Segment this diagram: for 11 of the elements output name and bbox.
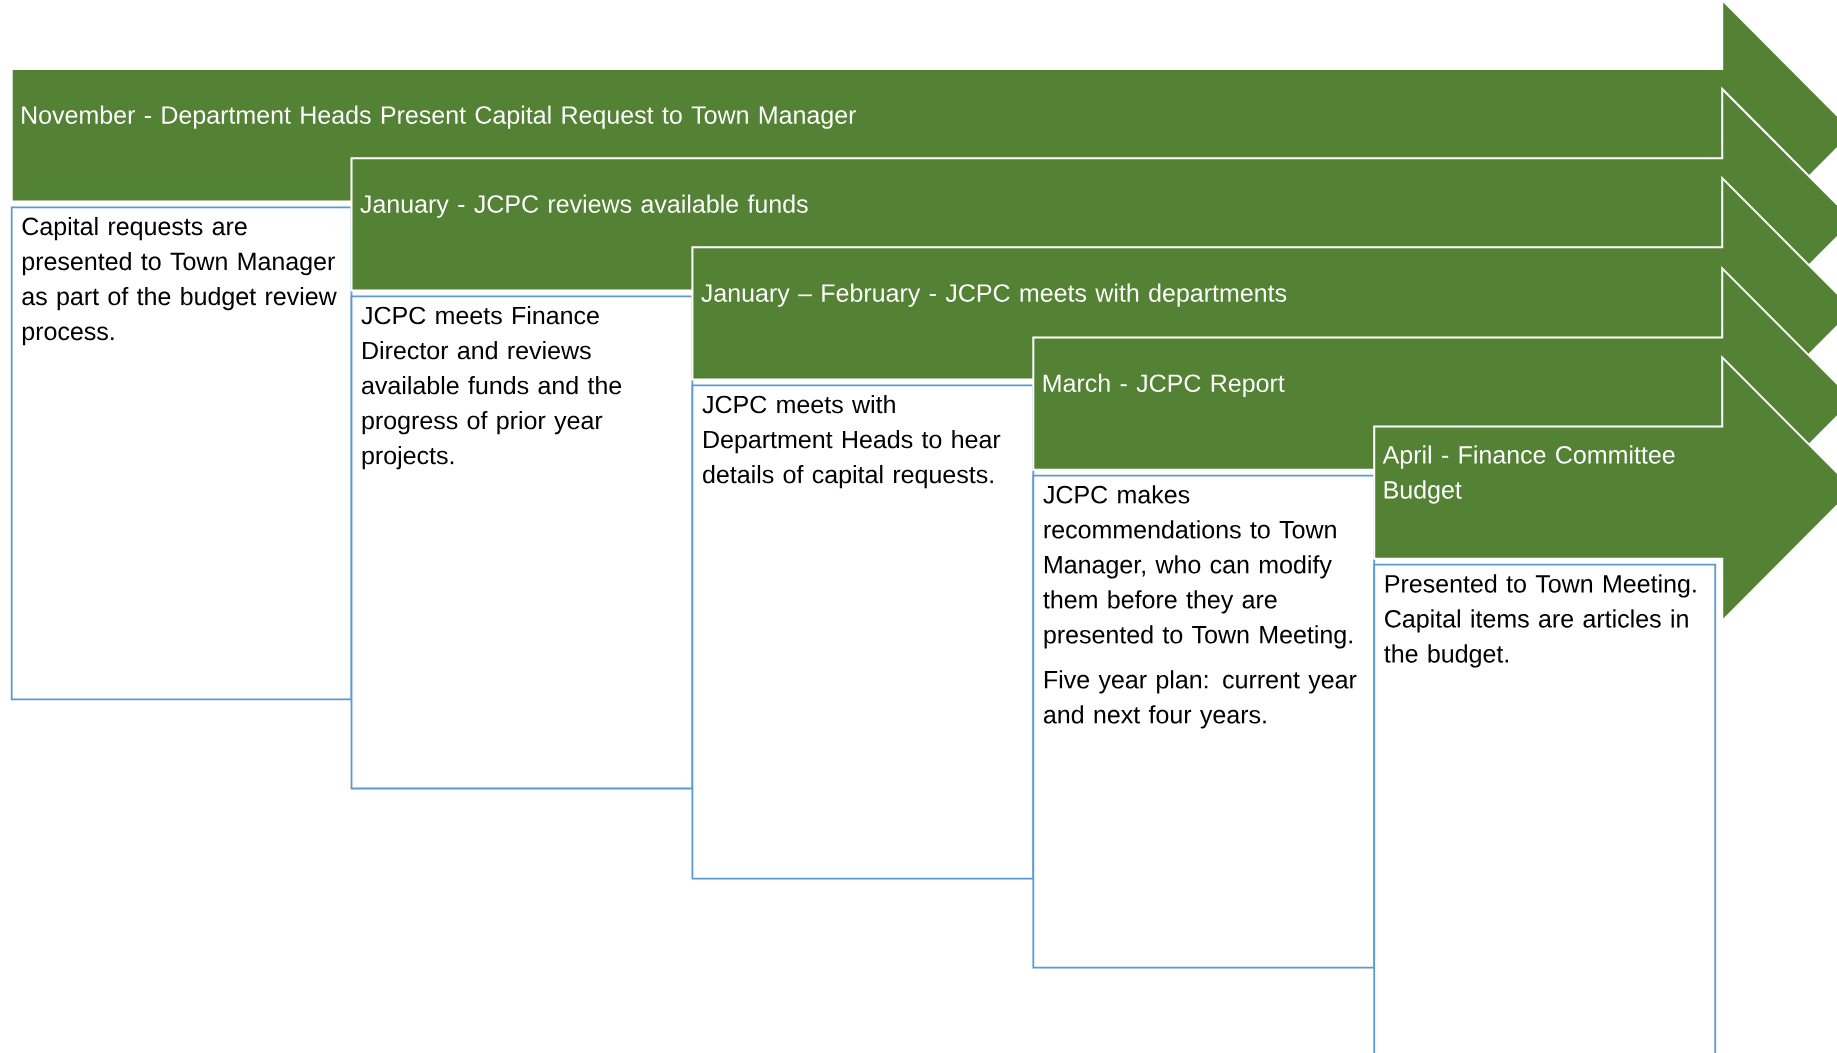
description-text: Five year plan: current year and next four years. bbox=[1044, 670, 1357, 729]
description-text: Presented to Town Meeting. Capital items are articles in the budget. bbox=[1384, 574, 1696, 668]
description-box bbox=[350, 295, 694, 790]
description-text: Capital requests are presented to Town Manager as part of the budget review process. bbox=[22, 216, 337, 346]
description-text: JCPC meets with Department Heads to hear details of capital requests. bbox=[702, 395, 1001, 489]
description-box bbox=[691, 384, 1035, 880]
description-text: JCPC meets Finance Director and reviews available funds and the progress of prior year projects. bbox=[361, 306, 622, 470]
description-box bbox=[1373, 563, 1717, 1053]
description-box bbox=[10, 206, 353, 701]
description-text: JCPC makes recommendations to Town Manager, who can modify them before they are presented to Town Meeting. bbox=[1043, 485, 1352, 649]
description-box bbox=[1032, 474, 1376, 969]
